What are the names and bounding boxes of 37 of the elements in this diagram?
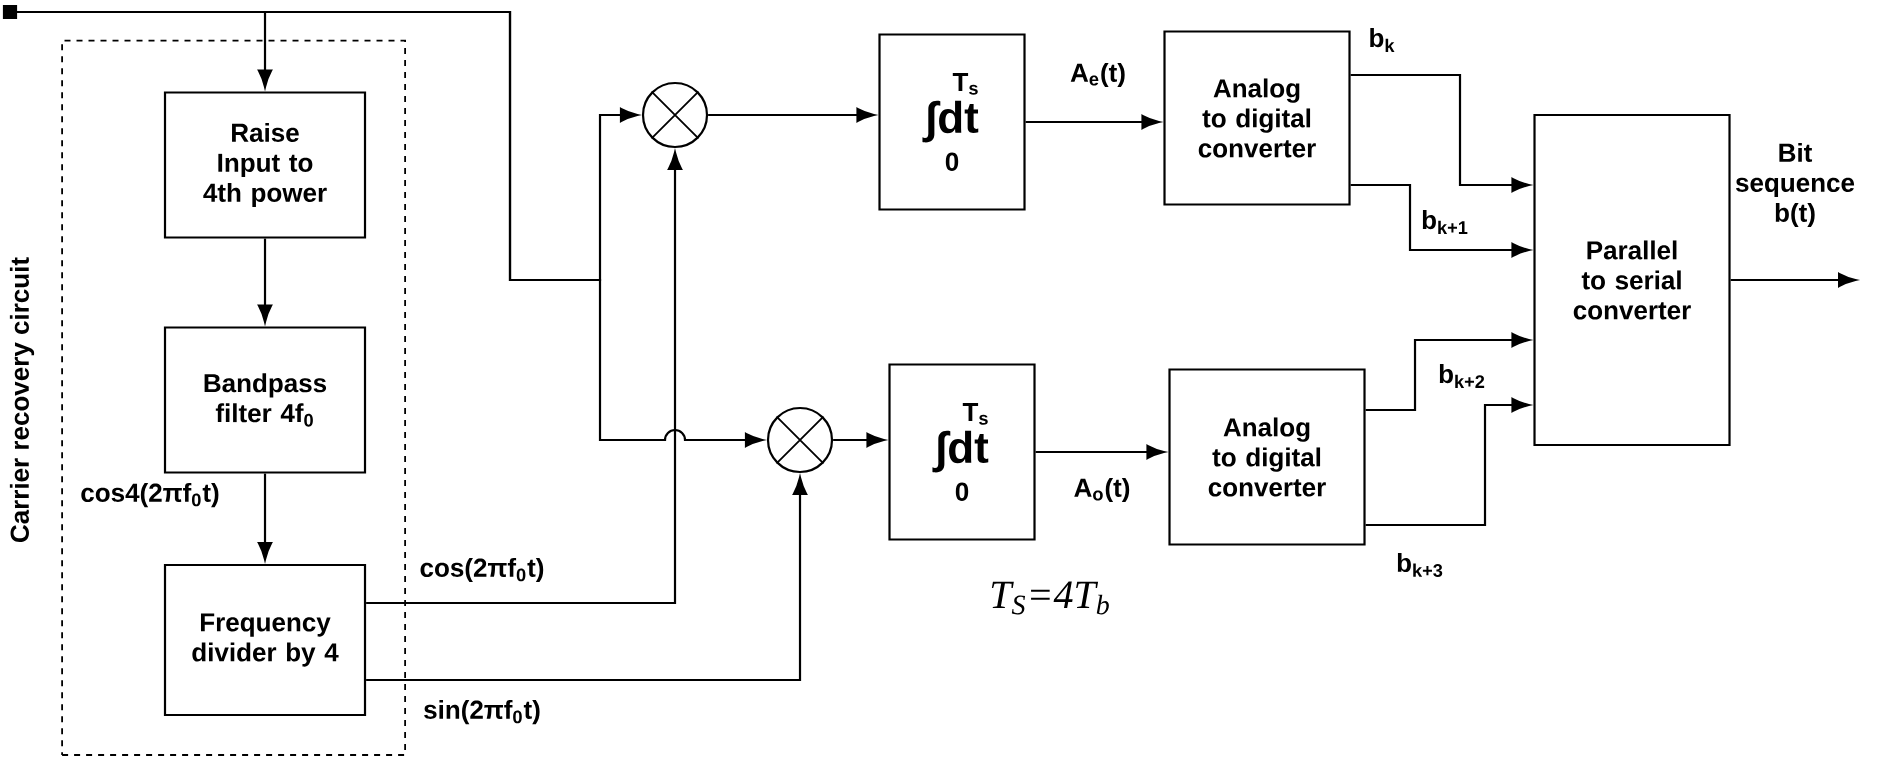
handwritten-note: T$_{S}$=4T$_{b}$ bbox=[991, 581, 1109, 615]
edge-label: b$_{k}$ bbox=[1366, 26, 1398, 54]
block-box: Parallel to serial converter bbox=[1533, 113, 1731, 447]
arrow bbox=[257, 473, 273, 561]
block-box: Analog to digital converter bbox=[1163, 30, 1351, 206]
arrow bbox=[1350, 183, 1530, 258]
arrow bbox=[366, 151, 683, 605]
arrow bbox=[1035, 444, 1165, 460]
integrator-box: T$_{s}$ ∫dt 0 bbox=[878, 33, 1026, 211]
arrow bbox=[366, 476, 808, 682]
edge-label: A$_{o}$(t) bbox=[1071, 475, 1133, 505]
multiplier-circle bbox=[641, 81, 709, 149]
edge-label: cos4(2πf$_{0}$t) bbox=[78, 480, 222, 510]
edge-label: cos(2πf$_{0}$t) bbox=[417, 555, 547, 585]
arrow bbox=[257, 238, 273, 323]
arrow bbox=[708, 107, 875, 123]
vertical-label: Carrier recovery circuit bbox=[9, 257, 35, 542]
arrow bbox=[1365, 397, 1530, 527]
multiplier-circle bbox=[766, 406, 834, 474]
edge-label: A$_{e}$(t) bbox=[1068, 60, 1128, 90]
arrow bbox=[1365, 332, 1530, 412]
input-terminal bbox=[2, 4, 18, 20]
edge-label: sin(2πf$_{0}$t) bbox=[421, 697, 543, 727]
edge-label: b$_{k+2}$ bbox=[1436, 362, 1488, 390]
integrator-box: T$_{s}$ ∫dt 0 bbox=[888, 363, 1036, 541]
edge-label: b$_{k+1}$ bbox=[1419, 208, 1471, 236]
edge-label: Bit sequence b(t) bbox=[1731, 140, 1859, 230]
block-box: Frequency divider by 4 bbox=[163, 563, 367, 717]
block-box: Analog to digital converter bbox=[1168, 368, 1366, 546]
arrow bbox=[1730, 272, 1857, 288]
arrow bbox=[1025, 114, 1160, 130]
block-box: Bandpass filter 4f$_{0}$ bbox=[163, 326, 367, 474]
edge-label: b$_{k+3}$ bbox=[1394, 551, 1446, 579]
block-box: Raise Input to 4th power bbox=[163, 91, 367, 239]
arrow bbox=[17, 10, 764, 448]
arrow bbox=[833, 432, 885, 448]
arrow bbox=[1350, 73, 1530, 193]
